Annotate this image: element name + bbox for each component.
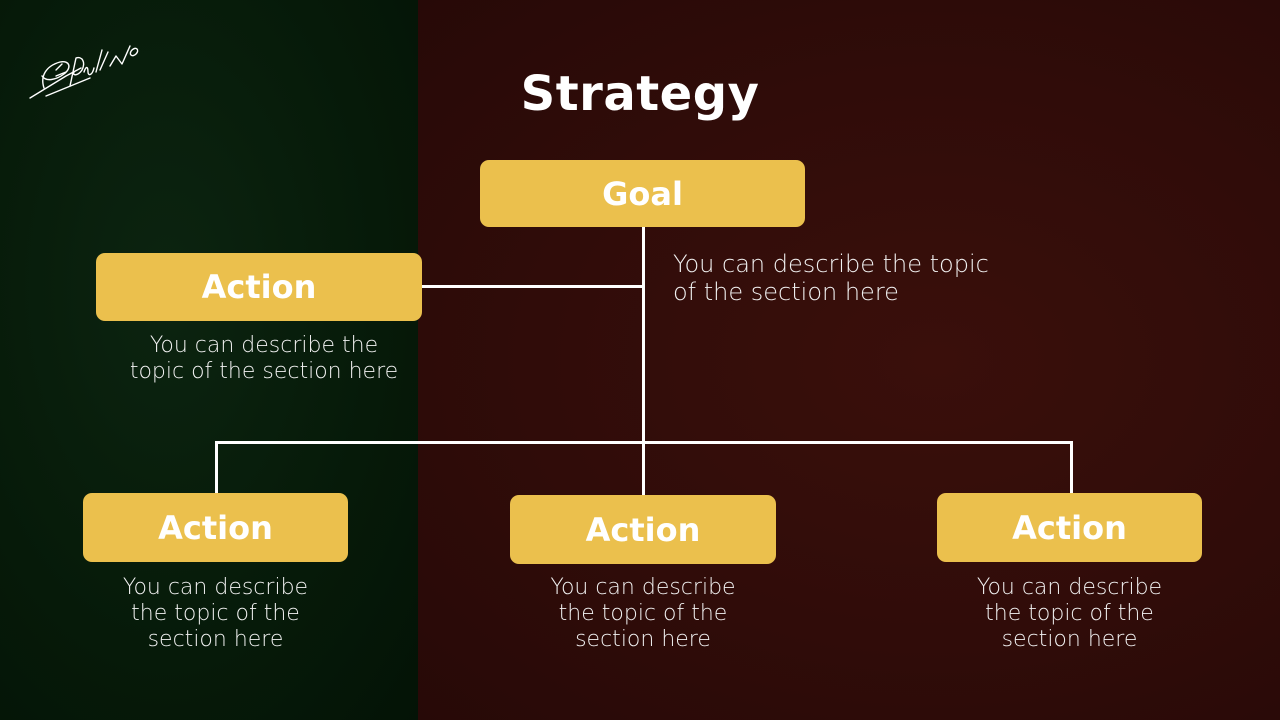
action-box-bottom-right: Action xyxy=(937,493,1202,562)
action-label: Action xyxy=(201,268,317,306)
connector-left-branch xyxy=(422,285,644,288)
action-description-bottom-middle: You can describe the topic of the sectio… xyxy=(550,575,736,652)
action-box-bottom-left: Action xyxy=(83,493,348,562)
action-label: Action xyxy=(585,510,701,549)
left-background-panel xyxy=(0,0,418,720)
signature-icon xyxy=(29,45,139,99)
action-label: Action xyxy=(1012,508,1127,547)
connector-left-drop xyxy=(215,441,218,494)
action-description-bottom-right: You can describe the topic of the sectio… xyxy=(976,575,1163,652)
action-box-upper-left: Action xyxy=(96,253,422,321)
goal-box: Goal xyxy=(480,160,805,227)
action-label: Action xyxy=(158,508,273,547)
action-description-bottom-left: You can describe the topic of the sectio… xyxy=(122,575,309,652)
slide-title: Strategy xyxy=(520,66,760,122)
connector-horizontal-bar xyxy=(215,441,1073,444)
goal-description: You can describe the topic of the sectio… xyxy=(673,250,989,306)
right-background-panel xyxy=(418,0,1280,720)
goal-label: Goal xyxy=(602,174,683,213)
connector-trunk xyxy=(642,227,645,495)
action-box-bottom-middle: Action xyxy=(510,495,776,564)
connector-right-drop xyxy=(1070,441,1073,494)
action-description-upper-left: You can describe the topic of the sectio… xyxy=(129,333,399,384)
